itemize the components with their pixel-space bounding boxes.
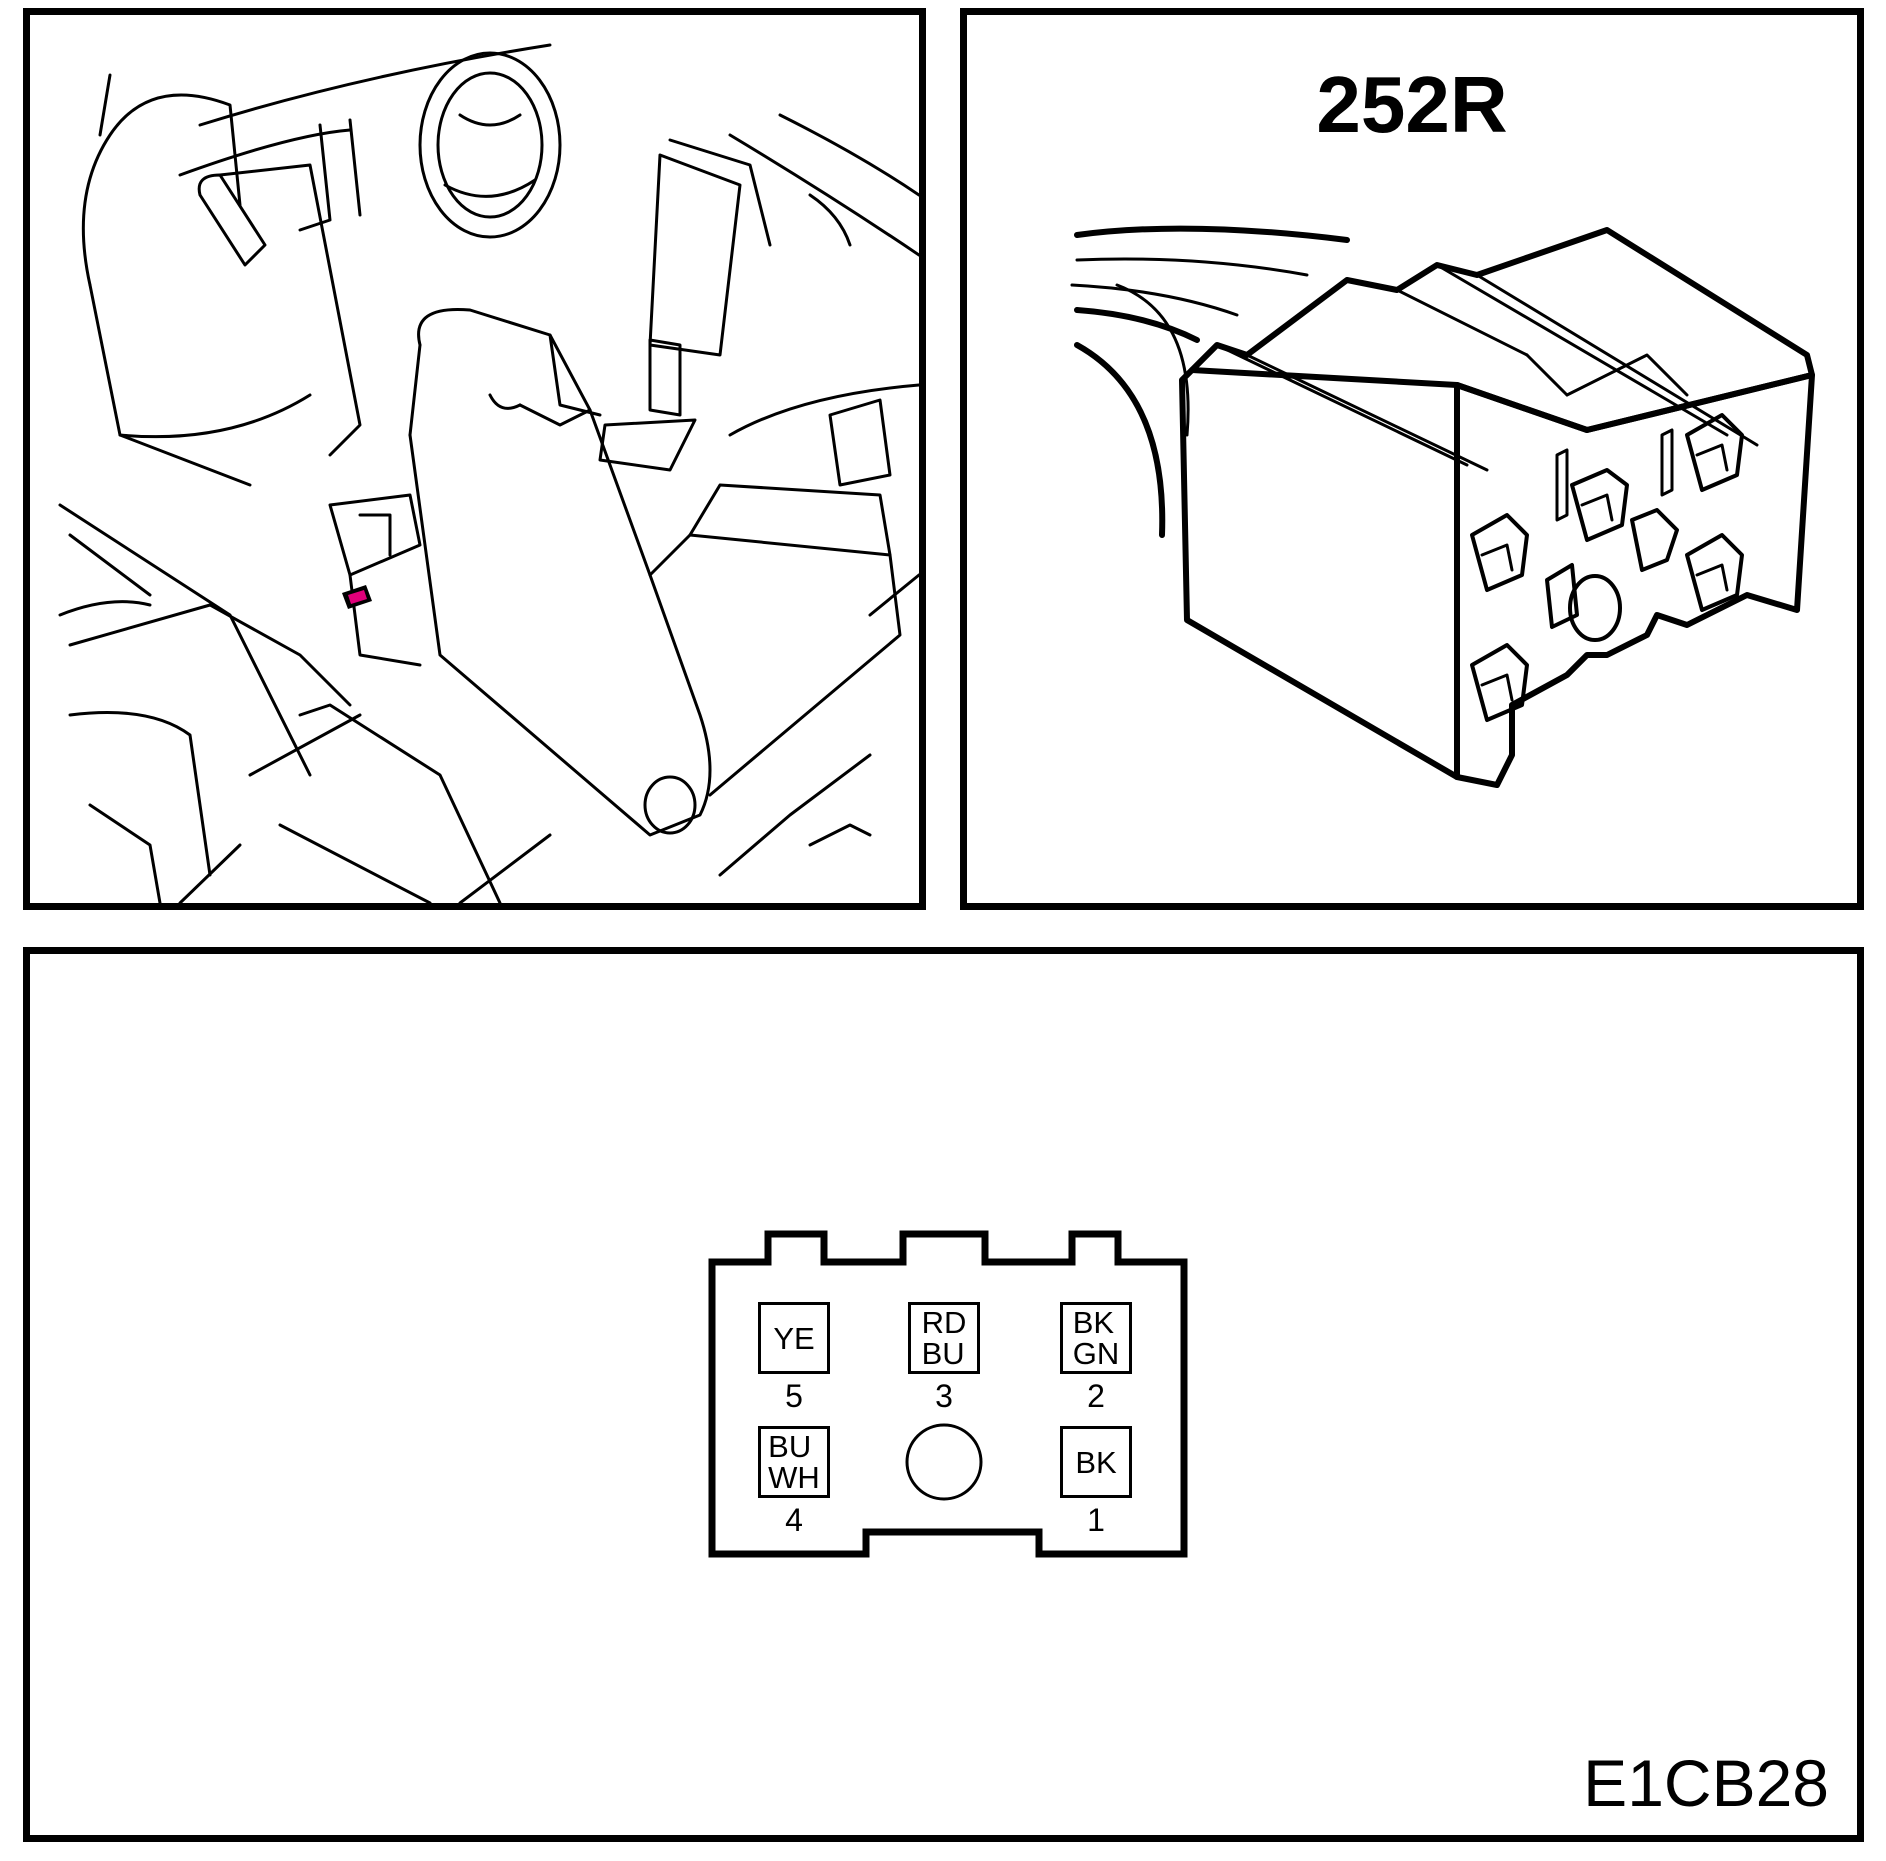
pin-1-wire-color: BK <box>1060 1426 1132 1498</box>
pin-5-wire-color: YE <box>758 1302 830 1374</box>
pinout-view-panel: YE 5 RD BU 3 BK GN 2 BU WH 4 BK 1 E1CB28 <box>23 947 1864 1842</box>
pin-4-number: 4 <box>785 1502 803 1538</box>
connector-view-panel: 252R <box>960 8 1864 910</box>
pin-4-wire-color: BU WH <box>758 1426 830 1498</box>
connector-location-marker <box>342 585 372 609</box>
pin-1-number: 1 <box>1087 1502 1105 1538</box>
pin-3-number: 3 <box>935 1378 953 1414</box>
connector-id-label: 252R <box>1316 60 1508 149</box>
pin-2-number: 2 <box>1087 1378 1105 1414</box>
empty-cavity-icon <box>905 1423 983 1501</box>
pin-2-wire-color: BK GN <box>1060 1302 1132 1374</box>
connector-3d-drawing <box>1070 225 1815 788</box>
location-view-panel <box>23 8 926 910</box>
pin-3-wire-color: RD BU <box>908 1302 980 1374</box>
pin-5-number: 5 <box>785 1378 803 1414</box>
diagram-code-label: E1CB28 <box>1583 1746 1829 1820</box>
vehicle-interior-drawing <box>58 43 919 903</box>
